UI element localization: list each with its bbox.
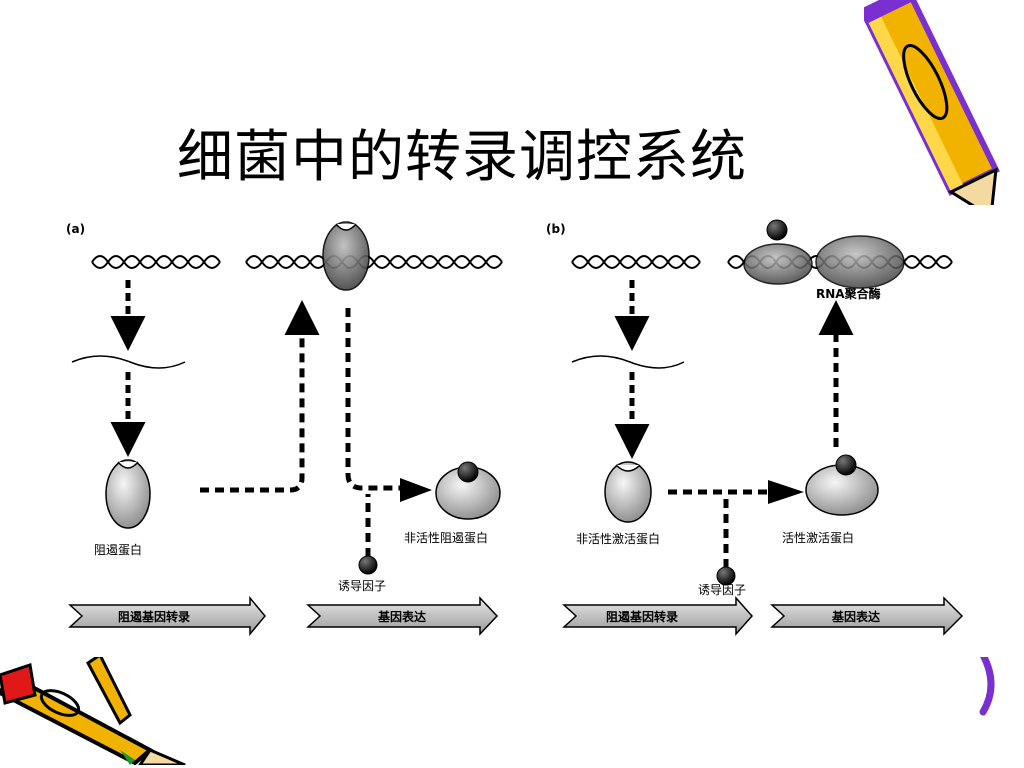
inactive-repressor-shape [435, 461, 501, 520]
rna-polymerase-shape [743, 219, 905, 289]
regulation-figure: (a) 阻遏蛋白 诱导因 [60, 212, 1004, 657]
dna-helix-a1 [91, 255, 221, 269]
slide-title: 细菌中的转录调控系统 [177, 125, 747, 190]
arrow-to-inactive-repressor [345, 308, 410, 491]
label-inactive-activator: 非活性激活蛋白 [576, 531, 660, 546]
pencil-top-right-icon [864, 0, 1000, 205]
inducer-ball-a [358, 555, 378, 575]
dna-helix-b1 [571, 255, 701, 269]
panel-a-tag: (a) [66, 222, 85, 236]
label-rna-polymerase: RNA聚合酶 [816, 286, 881, 301]
panel-b-tag: (b) [546, 222, 566, 236]
band-label-a1: 阻遏基因转录 [118, 609, 190, 624]
band-arrow-a1 [68, 595, 266, 637]
bracket-decoration-icon [979, 651, 995, 716]
inactive-activator-shape [604, 461, 652, 523]
label-inducer-b: 诱导因子 [698, 583, 746, 597]
bound-repressor-shape [322, 221, 370, 291]
mrna-line-b [571, 355, 685, 369]
dna-helix-a2 [245, 255, 503, 269]
active-activator-shape [805, 454, 879, 516]
label-active-activator: 活性激活蛋白 [782, 530, 854, 545]
arrow-head-active [768, 480, 804, 504]
mrna-line-a [71, 355, 186, 369]
repressor-protein-shape [105, 459, 151, 529]
regulation-diagram: (a) 阻遏蛋白 诱导因 [66, 219, 964, 637]
pencil-bottom-left-icon [0, 655, 186, 765]
label-inducer-a: 诱导因子 [338, 579, 386, 593]
inducer-ball-b [716, 566, 736, 586]
label-inactive-repressor: 非活性阻遏蛋白 [404, 530, 488, 545]
band-arrow-b1 [562, 596, 754, 636]
band-label-a2: 基因表达 [377, 609, 426, 624]
arrow-head-inactive [400, 478, 432, 502]
band-label-b1: 阻遏基因转录 [606, 609, 678, 624]
band-label-b2: 基因表达 [831, 609, 880, 624]
band-arrow-a2 [306, 596, 499, 636]
label-repressor: 阻遏蛋白 [94, 542, 142, 557]
arrow-repressor-to-operator [200, 300, 320, 493]
band-arrow-b2 [770, 596, 964, 636]
